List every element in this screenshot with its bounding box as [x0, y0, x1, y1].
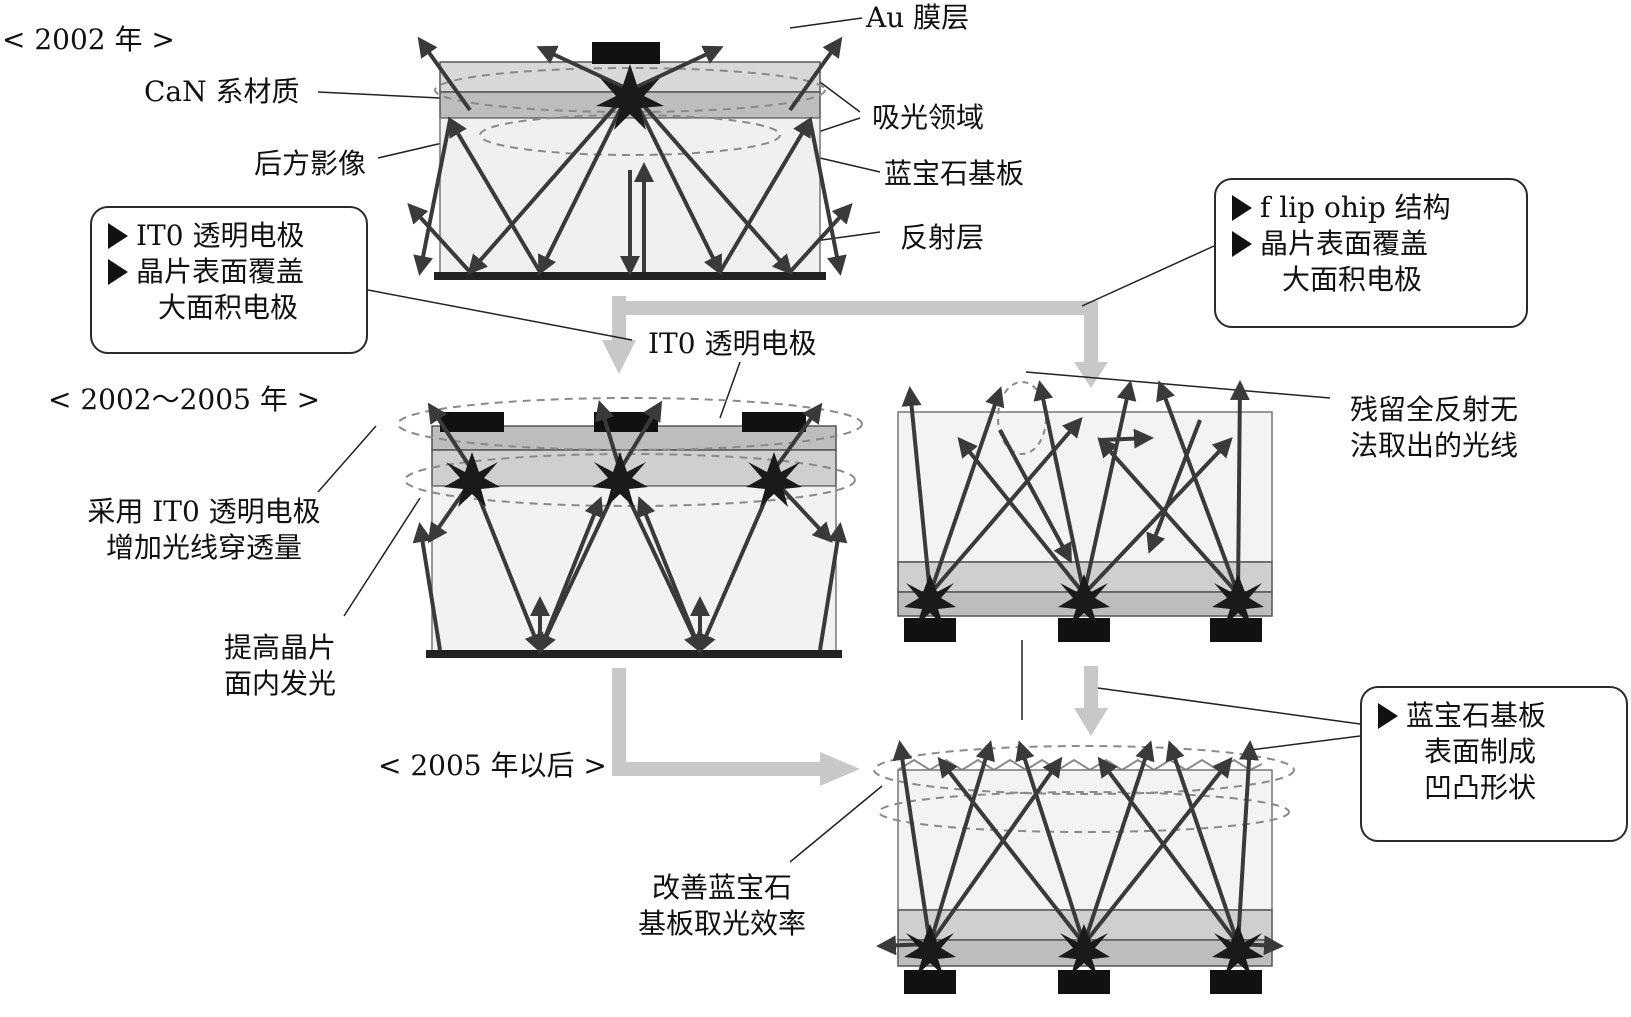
improve-emission-label: 提高晶片 面内发光: [223, 631, 336, 700]
light-absorb-label: 吸光领域: [872, 101, 985, 134]
gan-material-label: CaN 系材质: [144, 75, 300, 108]
reflective-layer-label: 反射层: [900, 221, 985, 254]
bullet-triangle-icon: [1232, 195, 1252, 221]
year-2002-2005-label: < 2002～2005 年 >: [48, 383, 321, 416]
bullet-triangle-icon: [1232, 231, 1252, 257]
chip-flip: [897, 380, 1273, 642]
chip-2002: [407, 36, 853, 280]
sapphire-substrate-label: 蓝宝石基板: [884, 157, 1025, 190]
bullet-triangle-icon: [108, 259, 128, 285]
bullet-triangle-icon: [108, 223, 128, 249]
year-2005-after-label: < 2005 年以后 >: [378, 749, 607, 782]
rear-image-label: 后方影像: [254, 147, 367, 180]
ito-increase-label: 采用 IT0 透明电极 增加光线穿透量: [87, 495, 321, 564]
au-film-label: Au 膜层: [866, 1, 970, 34]
callout-ito: IT0 透明电极 晶片表面覆盖 大面积电极: [90, 206, 368, 354]
bullet-triangle-icon: [1378, 703, 1398, 729]
callout-sapphire-texture: 蓝宝石基板 表面制成 凹凸形状: [1360, 686, 1628, 842]
chip-2002-2005: [397, 397, 863, 658]
callout-flip-chip: f lip ohip 结构 晶片表面覆盖 大面积电极: [1214, 178, 1528, 328]
chip-2005-after: [873, 740, 1295, 994]
ito-electrode-label: IT0 透明电极: [648, 327, 817, 360]
year-2002-label: < 2002 年 >: [2, 23, 175, 56]
leader-lines: [317, 17, 1361, 863]
residual-reflection-label: 残留全反射无 法取出的光线: [1350, 393, 1519, 462]
flow-arrows: [602, 296, 1108, 786]
sapphire-efficiency-label: 改善蓝宝石 基板取光效率: [637, 871, 806, 940]
